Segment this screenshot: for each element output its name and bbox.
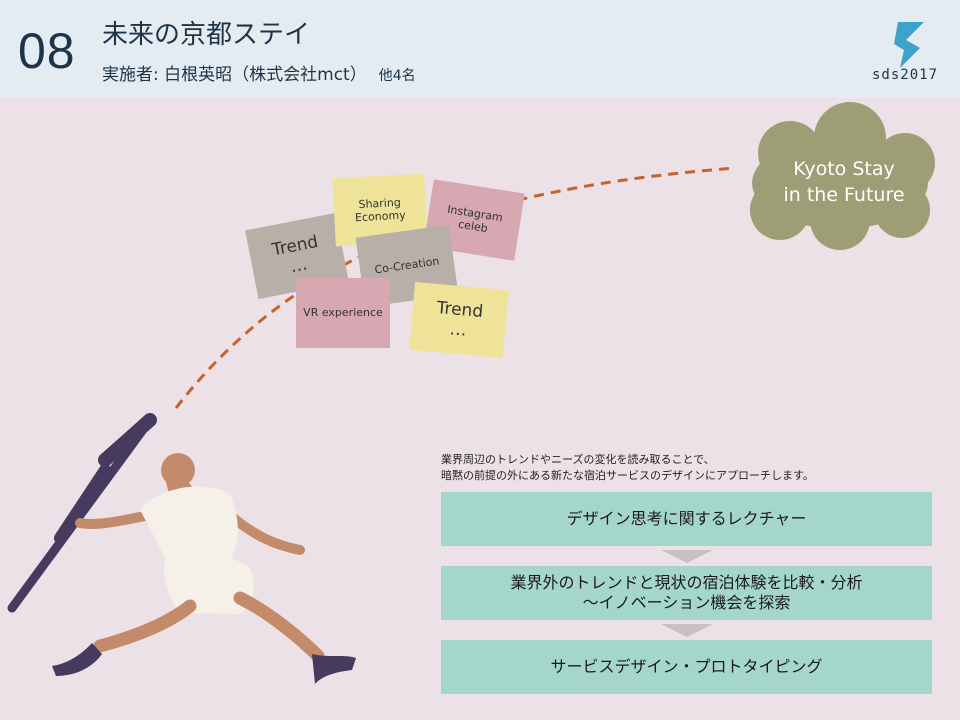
note-bg-trend-2 — [409, 282, 509, 358]
note-bg-vr — [296, 278, 390, 348]
logo-text: sds2017 — [872, 67, 939, 83]
description: 業界周辺のトレンドやニーズの変化を読み取ることで、 暗黙の前提の外にある新たな宿… — [441, 452, 814, 484]
sds-logo-icon — [894, 22, 924, 68]
step-lecture: デザイン思考に関するレクチャー — [441, 492, 932, 546]
step-arrow-1 — [661, 550, 713, 563]
project-number: 08 — [18, 23, 76, 79]
cloud-label: Kyoto Stay in the Future — [783, 158, 905, 206]
note-trend-2: Trend … — [435, 297, 484, 341]
note-bg-trend-1 — [245, 212, 349, 300]
presenter-line: 実施者: 白根英昭（株式会社mct） 他4名 — [102, 60, 416, 85]
cloud-shape — [750, 102, 935, 250]
step-analysis: 業界外のトレンドと現状の宿泊体験を比較・分析 ～イノベーション機会を探索 — [441, 566, 932, 620]
project-title: 未来の京都ステイ — [102, 20, 311, 50]
note-vr-experience: VR experience — [303, 306, 383, 320]
header-bar: 08 未来の京都ステイ 実施者: 白根英昭（株式会社mct） 他4名 sds201… — [0, 0, 960, 98]
other-members: 他4名 — [378, 68, 416, 84]
step-arrow-2 — [661, 624, 713, 637]
note-bg-sharing — [332, 173, 428, 247]
presenter-name: 実施者: 白根英昭（株式会社mct） — [102, 65, 367, 85]
description-line-2: 暗黙の前提の外にある新たな宿泊サービスのデザインにアプローチします。 — [441, 469, 814, 482]
javelin-thrower-figure — [7, 413, 356, 684]
step-prototyping: サービスデザイン・プロトタイピング — [441, 640, 932, 694]
description-line-1: 業界周辺のトレンドやニーズの変化を読み取ることで、 — [441, 453, 715, 466]
illustration-scene — [7, 102, 935, 684]
